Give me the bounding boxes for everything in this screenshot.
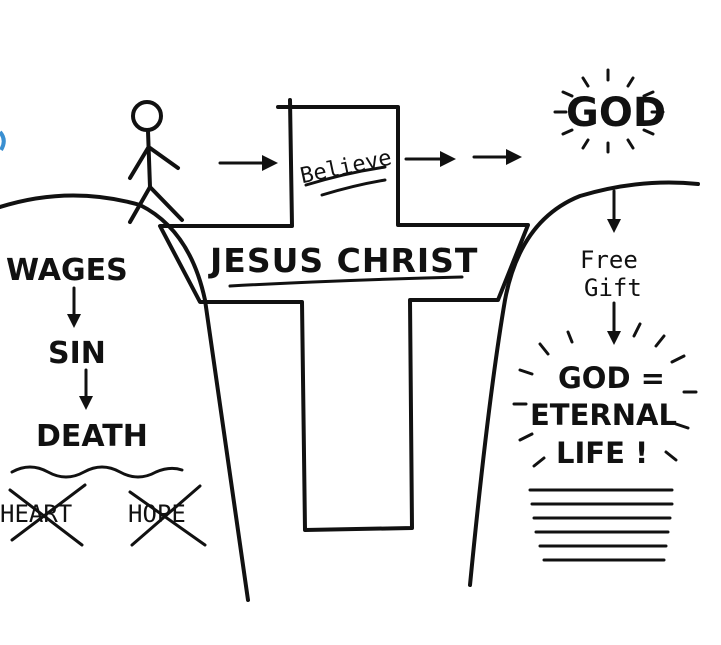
wages-label: WAGES <box>6 253 128 288</box>
believe-underline-2 <box>320 178 387 197</box>
god-label: GOD <box>566 90 666 136</box>
left-cliff <box>0 193 250 602</box>
eternal-label: ETERNAL <box>530 398 677 432</box>
life-base-lines <box>528 488 674 562</box>
hope-cross-out <box>128 484 207 547</box>
god-equals-label: GOD = <box>558 361 665 395</box>
cross <box>158 98 530 532</box>
death-label: DEATH <box>36 419 148 454</box>
arrow-from-believe-2 <box>472 149 522 165</box>
jesus-christ-underline <box>228 275 464 288</box>
arrow-from-believe-1 <box>404 151 456 167</box>
arrow-sin-death <box>79 368 93 410</box>
arrow-wages-sin <box>67 286 81 328</box>
sin-label: SIN <box>48 336 106 371</box>
right-cliff <box>468 180 700 587</box>
arrow-god-gift <box>607 189 621 233</box>
hope-label: HOPE <box>128 500 186 528</box>
wavy-line <box>10 465 184 479</box>
heart-cross-out <box>8 483 87 547</box>
believe-underline-1 <box>304 165 387 187</box>
blue-edge-mark <box>0 130 6 152</box>
life-label: LIFE ! <box>556 436 648 470</box>
gift-label: Gift <box>584 274 642 302</box>
heart-label: HEART <box>0 500 72 528</box>
arrow-gift-life <box>607 301 621 345</box>
life-rays <box>512 322 698 468</box>
arrow-to-cross <box>218 155 278 171</box>
god-rays <box>553 68 665 154</box>
believe-label: Believe <box>298 146 394 190</box>
jesus-christ-label: JESUS CHRIST <box>208 241 478 280</box>
stick-figure <box>128 100 184 224</box>
free-label: Free <box>580 246 638 274</box>
